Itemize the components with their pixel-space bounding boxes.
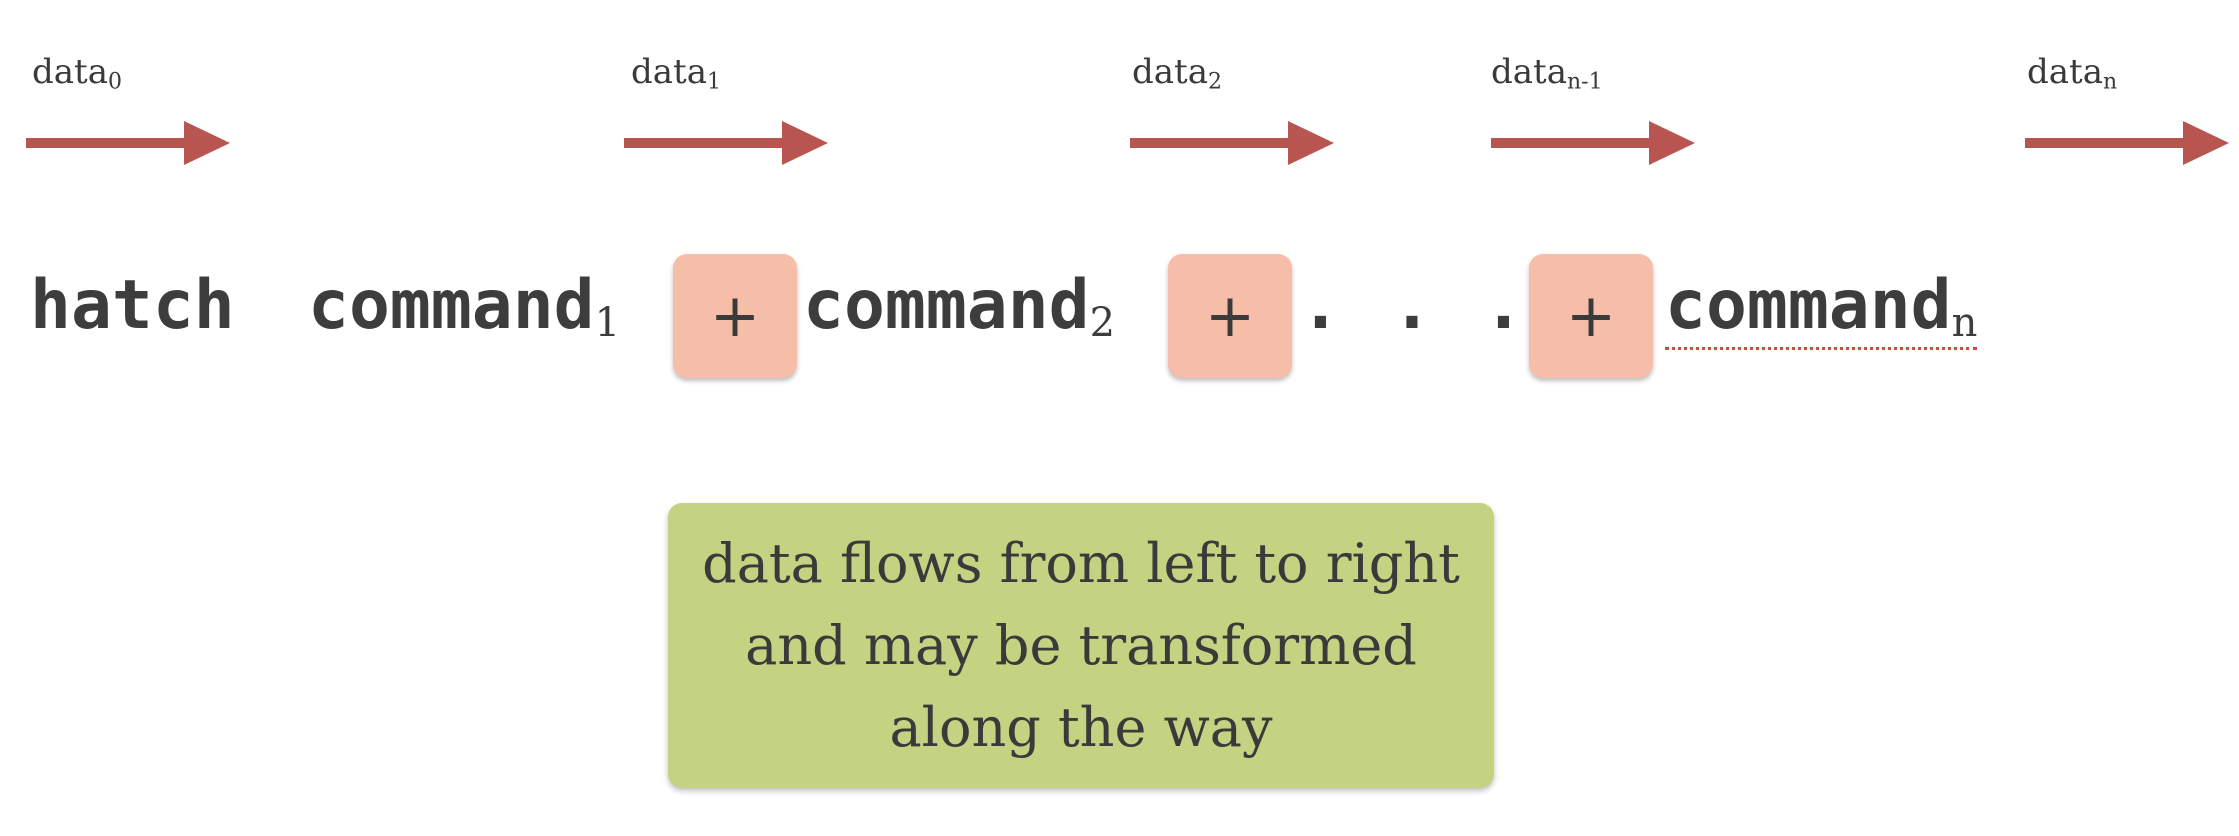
ellipsis-dot: . (1300, 266, 1341, 345)
plus-operator-1: + (673, 254, 797, 378)
command-2: command2 (803, 266, 1116, 346)
plus-operator-3: + (1529, 254, 1653, 378)
flow-arrow-icon (1130, 121, 1334, 165)
note-line: data flows from left to right (702, 531, 1460, 595)
flow-label-data-n-minus-1: datan-1 (1491, 52, 1603, 95)
plus-operator-2: + (1168, 254, 1292, 378)
command-1: command1 (308, 266, 621, 346)
flow-arrow-icon (26, 121, 230, 165)
flow-label-data-2: data2 (1132, 52, 1222, 95)
note-line: along the way (889, 695, 1273, 759)
ellipsis-dot: . (1391, 266, 1433, 345)
flow-arrow-icon (2025, 121, 2229, 165)
hatch-program: hatch (30, 266, 235, 345)
command-n: commandn (1665, 266, 1978, 350)
note-box: data flows from left to right and may be… (668, 503, 1494, 788)
note-line: and may be transformed (745, 613, 1417, 677)
command-n-spellcheck-underline: commandn (1665, 266, 1978, 350)
ellipsis-dot: . (1483, 266, 1524, 345)
flow-arrow-icon (624, 121, 828, 165)
flow-arrow-icon (1491, 121, 1695, 165)
note-text: data flows from left to right and may be… (702, 523, 1460, 769)
flow-label-data-0: data0 (32, 52, 122, 95)
flow-label-data-1: data1 (631, 52, 721, 95)
flow-label-data-n: datan (2027, 52, 2118, 95)
ellipsis: . . . (1300, 272, 1524, 340)
